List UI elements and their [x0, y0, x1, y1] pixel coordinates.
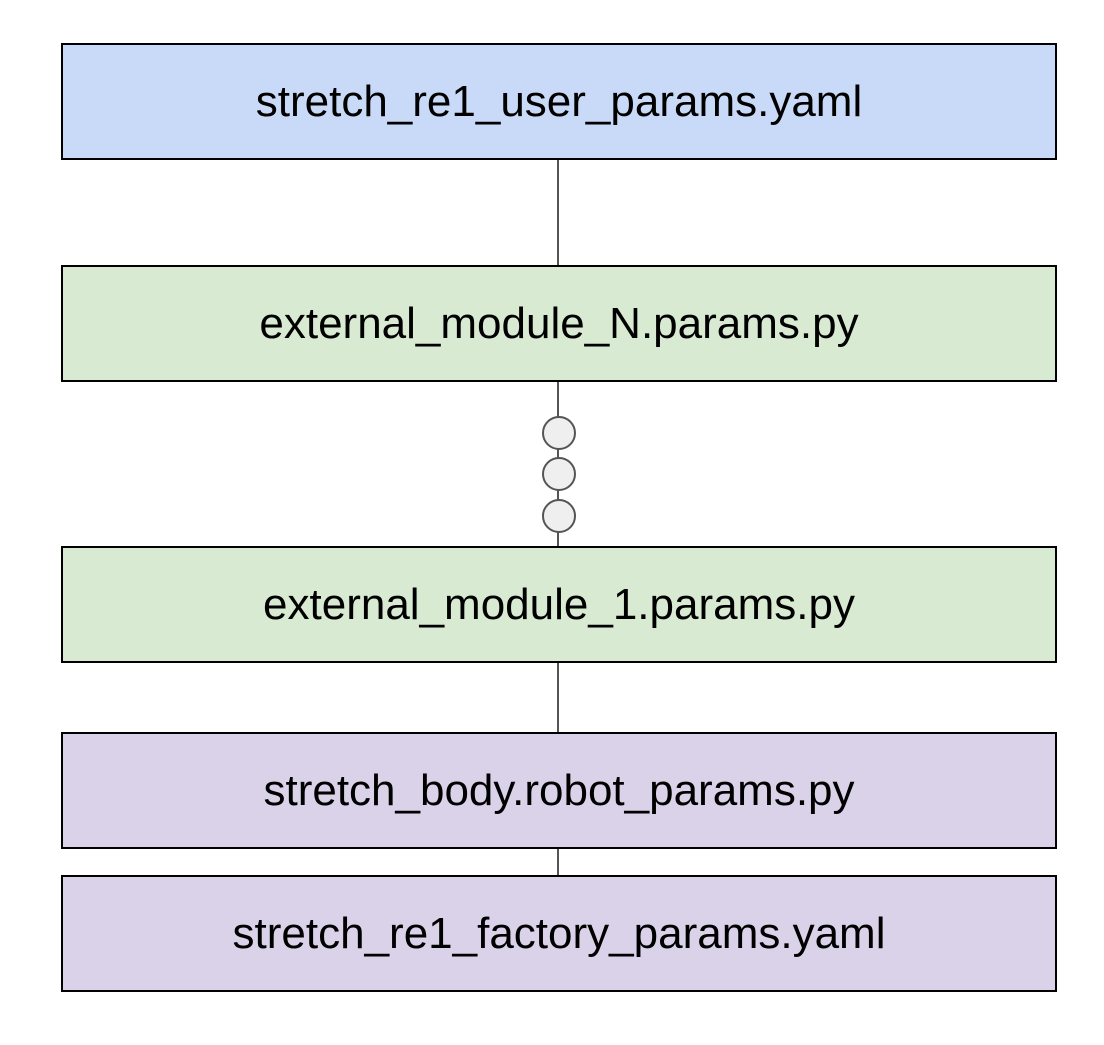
- ellipsis-dot-2: [542, 457, 576, 491]
- node-external-module-1-label: external_module_1.params.py: [263, 579, 855, 629]
- ellipsis-dot-3: [542, 499, 576, 533]
- node-external-module-1: external_module_1.params.py: [61, 546, 1057, 663]
- connector-module-1-to-robot-params: [557, 662, 559, 732]
- node-external-module-n: external_module_N.params.py: [61, 265, 1057, 382]
- node-user-params: stretch_re1_user_params.yaml: [61, 43, 1057, 160]
- connector-robot-params-to-factory: [557, 848, 559, 875]
- node-robot-params: stretch_body.robot_params.py: [61, 732, 1057, 849]
- ellipsis-dot-1: [542, 416, 576, 450]
- node-user-params-label: stretch_re1_user_params.yaml: [255, 76, 863, 126]
- node-robot-params-label: stretch_body.robot_params.py: [263, 765, 855, 815]
- node-factory-params-label: stretch_re1_factory_params.yaml: [232, 908, 886, 958]
- node-factory-params: stretch_re1_factory_params.yaml: [61, 875, 1057, 992]
- node-external-module-n-label: external_module_N.params.py: [259, 298, 859, 348]
- connector-user-to-module-n: [557, 159, 559, 266]
